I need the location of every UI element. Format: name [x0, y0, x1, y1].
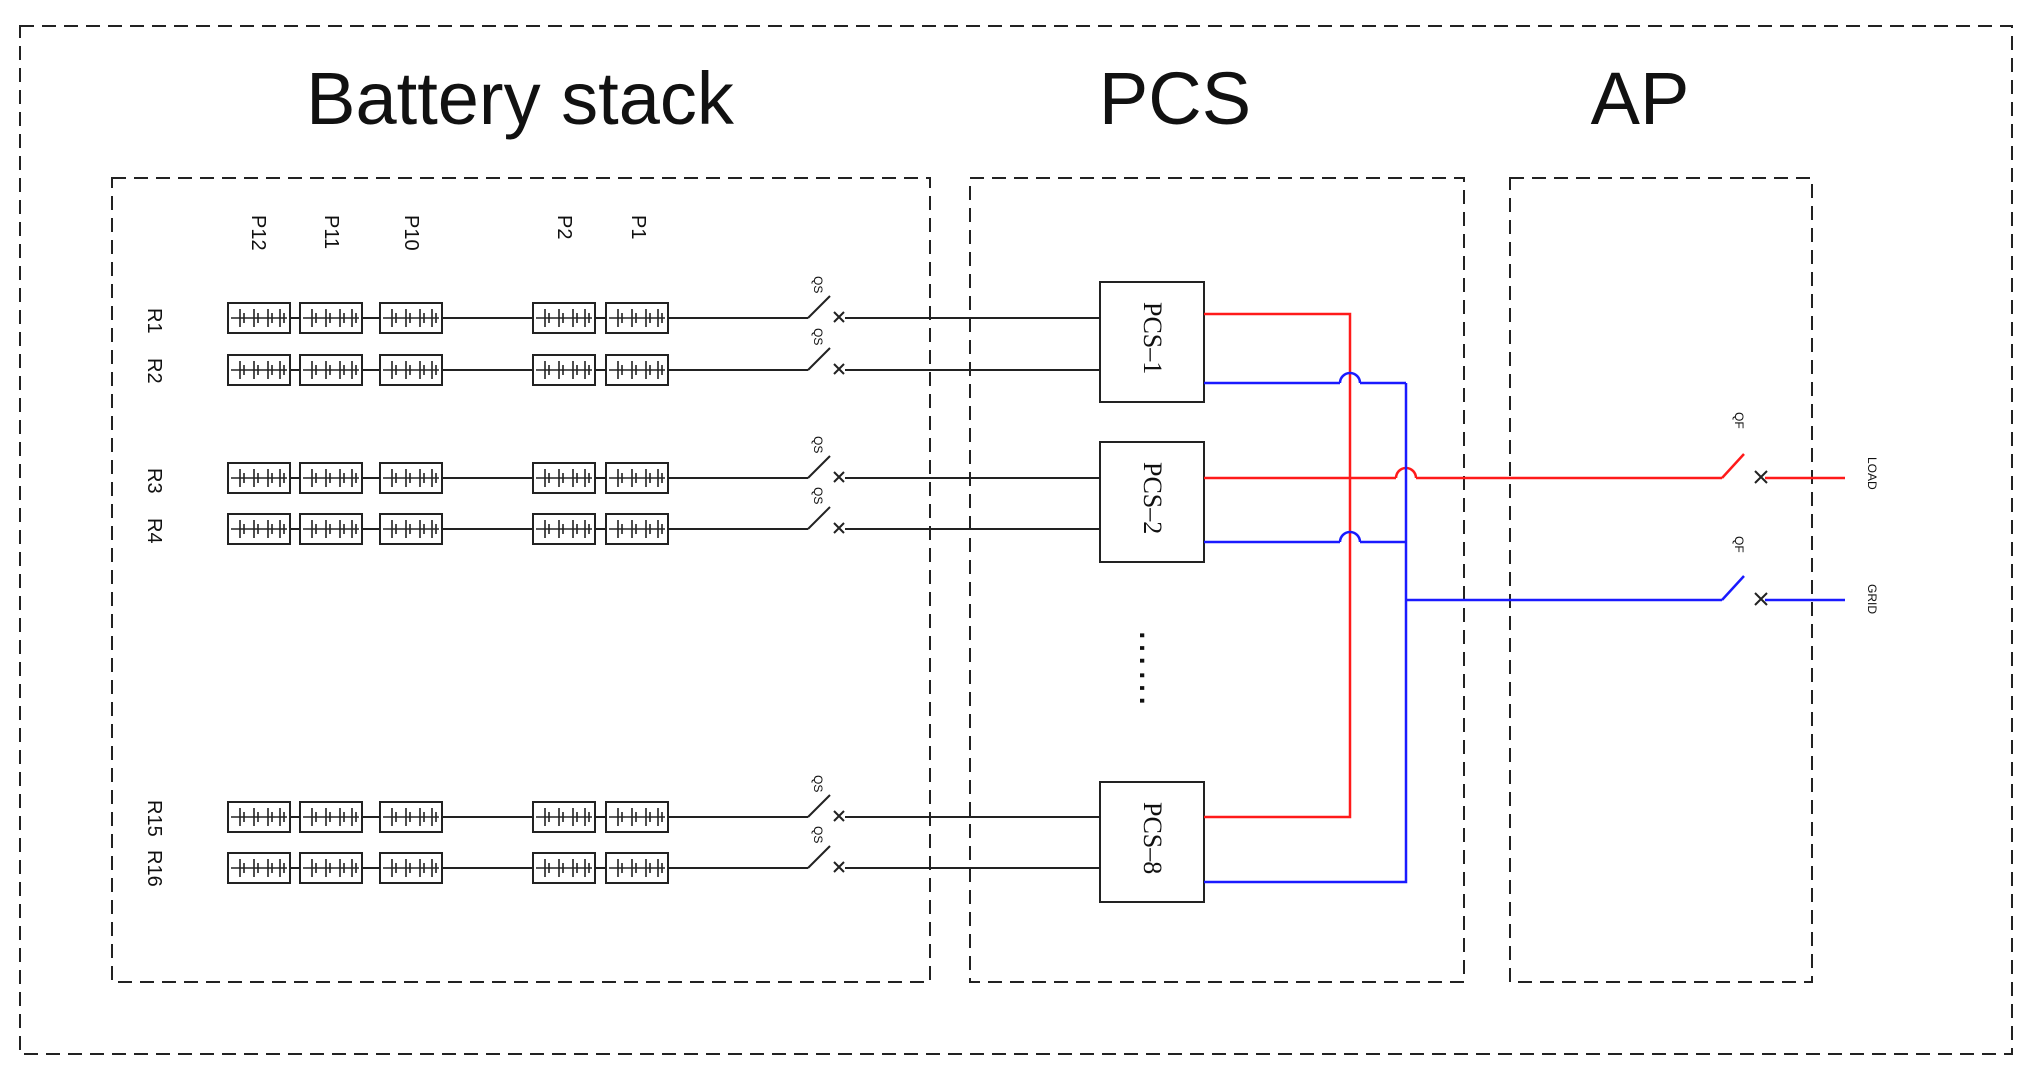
battery-pack-p10	[379, 852, 443, 884]
battery-pack-p11	[299, 354, 363, 386]
load-breaker-blade	[1721, 453, 1745, 479]
rack-row-r3: QS	[227, 436, 845, 494]
rack-row-r16: QS	[227, 826, 845, 884]
rack-row-r4: QS	[227, 487, 845, 545]
grid-breaker-blade	[1721, 575, 1745, 601]
rack-label-r15: R15	[143, 800, 165, 837]
pcs-title: PCS	[1099, 57, 1251, 140]
ap-title: AP	[1591, 57, 1690, 140]
outer-frame	[19, 25, 2013, 1055]
qs-label: QS	[811, 328, 825, 345]
pack-label-p1: P1	[627, 215, 649, 239]
battery-pack-p2	[532, 852, 596, 884]
battery-pack-p2	[532, 801, 596, 833]
red-phase-bus	[1204, 312, 1845, 819]
grid-label: GRID	[1865, 584, 1879, 614]
qs-switch-r4: QS	[807, 487, 845, 534]
battery-pack-p11	[299, 513, 363, 545]
qs-switch-r3: QS	[807, 436, 845, 483]
blue-phase-bus	[1204, 371, 1845, 884]
pack-labels: P12 P11 P10 P2 P1	[247, 215, 649, 251]
pcs-2-box	[1099, 441, 1205, 563]
battery-pack-p1	[605, 513, 669, 545]
rack-row-r2: QS	[227, 328, 845, 386]
pcs-1-box	[1099, 281, 1205, 403]
load-breaker: QF	[1721, 412, 1768, 484]
pack-label-p10: P10	[400, 215, 422, 251]
blue-pcs1-hop	[1338, 371, 1362, 384]
battery-pack-p1	[605, 462, 669, 494]
dc-feeders	[845, 317, 1100, 869]
rack-label-r3: R3	[143, 468, 165, 494]
rack-row-r15: QS	[227, 775, 845, 833]
qs-label: QS	[811, 436, 825, 453]
pack-label-p11: P11	[320, 215, 342, 249]
qs-label: QS	[811, 775, 825, 792]
battery-pack-p12	[227, 302, 291, 334]
blue-pcs8	[1204, 383, 1408, 884]
qs-switch-r16: QS	[807, 826, 845, 873]
pcs-unit-8: PCS–8	[1099, 781, 1205, 903]
battery-pack-p10	[379, 354, 443, 386]
pcs-1-label: PCS–1	[1138, 302, 1167, 374]
battery-pack-p12	[227, 354, 291, 386]
grid-breaker-label: QF	[1732, 536, 1746, 553]
battery-pack-p1	[605, 302, 669, 334]
battery-pack-p2	[532, 302, 596, 334]
battery-pack-p1	[605, 852, 669, 884]
battery-pack-p2	[532, 462, 596, 494]
blue-pcs2-hop	[1338, 530, 1362, 543]
pcs-unit-2: PCS–2	[1099, 441, 1205, 563]
pcs-ellipsis: ……	[1131, 628, 1175, 708]
rack-label-r16: R16	[143, 850, 165, 887]
qs-label: QS	[811, 826, 825, 843]
rack-labels: R1 R2 R3 R4 R15 R16	[143, 308, 165, 887]
battery-stack-frame	[111, 177, 931, 983]
pack-label-p2: P2	[553, 215, 575, 239]
qs-switch-r2: QS	[807, 328, 845, 375]
rack-label-r4: R4	[143, 518, 165, 544]
pcs-8-box	[1099, 781, 1205, 903]
grid-breaker-x	[1754, 592, 1768, 606]
pack-label-p12: P12	[247, 215, 269, 251]
pcs-2-label: PCS–2	[1138, 462, 1167, 534]
battery-pack-p10	[379, 513, 443, 545]
load-breaker-x	[1754, 470, 1768, 484]
rack-label-r2: R2	[143, 358, 165, 384]
load-label: LOAD	[1865, 457, 1879, 490]
battery-pack-p11	[299, 302, 363, 334]
battery-pack-p11	[299, 852, 363, 884]
pcs-8-label: PCS–8	[1138, 802, 1167, 874]
battery-rows: QS QS QS QS QS QS	[227, 276, 845, 884]
battery-pack-p2	[532, 513, 596, 545]
pcs-frame	[969, 177, 1465, 983]
battery-pack-p10	[379, 302, 443, 334]
battery-pack-p12	[227, 513, 291, 545]
grid-breaker: QF	[1721, 536, 1768, 606]
battery-pack-p11	[299, 801, 363, 833]
rack-label-r1: R1	[143, 308, 165, 334]
qs-label: QS	[811, 276, 825, 293]
battery-pack-p12	[227, 801, 291, 833]
battery-pack-p1	[605, 354, 669, 386]
battery-pack-p12	[227, 462, 291, 494]
battery-pack-p1	[605, 801, 669, 833]
battery-pack-p12	[227, 852, 291, 884]
red-pcs1	[1204, 312, 1352, 819]
battery-pack-p10	[379, 801, 443, 833]
ap-frame	[1509, 177, 1813, 983]
battery-pack-p2	[532, 354, 596, 386]
battery-stack-title: Battery stack	[306, 57, 735, 140]
load-breaker-label: QF	[1732, 412, 1746, 429]
rack-row-r1: QS	[227, 276, 845, 334]
battery-pack-p11	[299, 462, 363, 494]
pcs-unit-1: PCS–1	[1099, 281, 1205, 403]
qs-label: QS	[811, 487, 825, 504]
battery-pack-p10	[379, 462, 443, 494]
qs-switch-r1: QS	[807, 276, 845, 323]
qs-switch-r15: QS	[807, 775, 845, 822]
